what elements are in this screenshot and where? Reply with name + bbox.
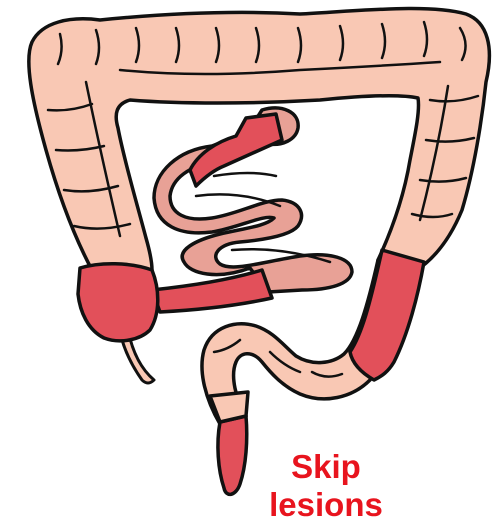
descending-colon-lesion [350, 250, 424, 380]
skip-lesions-label-line2: lesions [226, 486, 426, 524]
cecum-lesion [78, 264, 158, 341]
crohns-skip-lesions-diagram [0, 0, 496, 506]
skip-lesions-label-line1: Skip [226, 448, 426, 486]
terminal-ileum [152, 270, 272, 312]
